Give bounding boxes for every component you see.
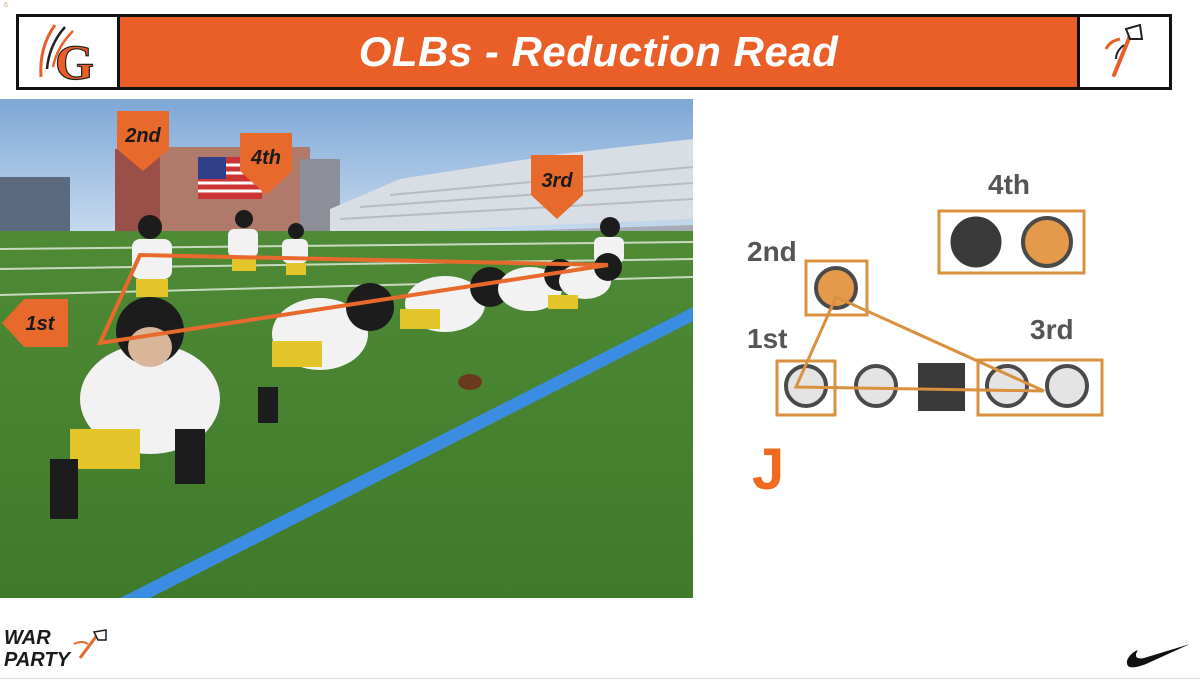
footer-divider bbox=[0, 678, 1200, 679]
logo-letter: G bbox=[55, 34, 94, 87]
box-2nd bbox=[804, 259, 869, 317]
box-4th bbox=[937, 209, 1086, 275]
war-party-logo: WAR PARTY bbox=[2, 626, 114, 672]
slide-header: G OLBs - Reduction Read bbox=[16, 14, 1172, 91]
label-2nd: 2nd bbox=[747, 236, 797, 267]
label-4th: 4th bbox=[988, 169, 1030, 200]
slide-number: 6 bbox=[4, 2, 8, 9]
box-3rd bbox=[976, 358, 1104, 417]
label-3rd: 3rd bbox=[1030, 314, 1074, 345]
lineman-2 bbox=[854, 364, 898, 408]
page-title: OLBs - Reduction Read bbox=[358, 28, 839, 75]
center-square bbox=[918, 363, 965, 411]
position-letter-j: J bbox=[752, 437, 784, 502]
player-2nd bbox=[814, 266, 858, 310]
nike-swoosh-icon bbox=[1124, 640, 1194, 670]
svg-text:2nd: 2nd bbox=[124, 125, 161, 147]
defender-orange bbox=[1021, 216, 1073, 268]
marker-1st: 1st bbox=[2, 299, 68, 347]
diagram-read-triangle bbox=[793, 295, 1045, 393]
tomahawk-logo bbox=[1077, 17, 1169, 87]
feather-g-logo: G bbox=[19, 17, 120, 91]
defender-dark bbox=[950, 216, 1002, 268]
field-image: 2nd 4th 3rd 1st bbox=[0, 99, 693, 598]
marker-3rd: 3rd bbox=[531, 155, 583, 219]
marker-4th: 4th bbox=[240, 133, 292, 195]
label-1st: 1st bbox=[747, 323, 787, 354]
read-triangle bbox=[96, 252, 609, 346]
svg-text:PARTY: PARTY bbox=[4, 649, 72, 671]
svg-text:3rd: 3rd bbox=[541, 170, 573, 192]
svg-text:1st: 1st bbox=[26, 313, 56, 335]
marker-2nd: 2nd bbox=[117, 111, 169, 171]
lineman-3 bbox=[985, 364, 1029, 408]
svg-text:WAR: WAR bbox=[4, 627, 51, 649]
reduction-read-diagram: 4th 2nd 1st 3rd J bbox=[700, 99, 1200, 599]
svg-text:4th: 4th bbox=[250, 147, 281, 169]
lineman-4 bbox=[1045, 364, 1089, 408]
